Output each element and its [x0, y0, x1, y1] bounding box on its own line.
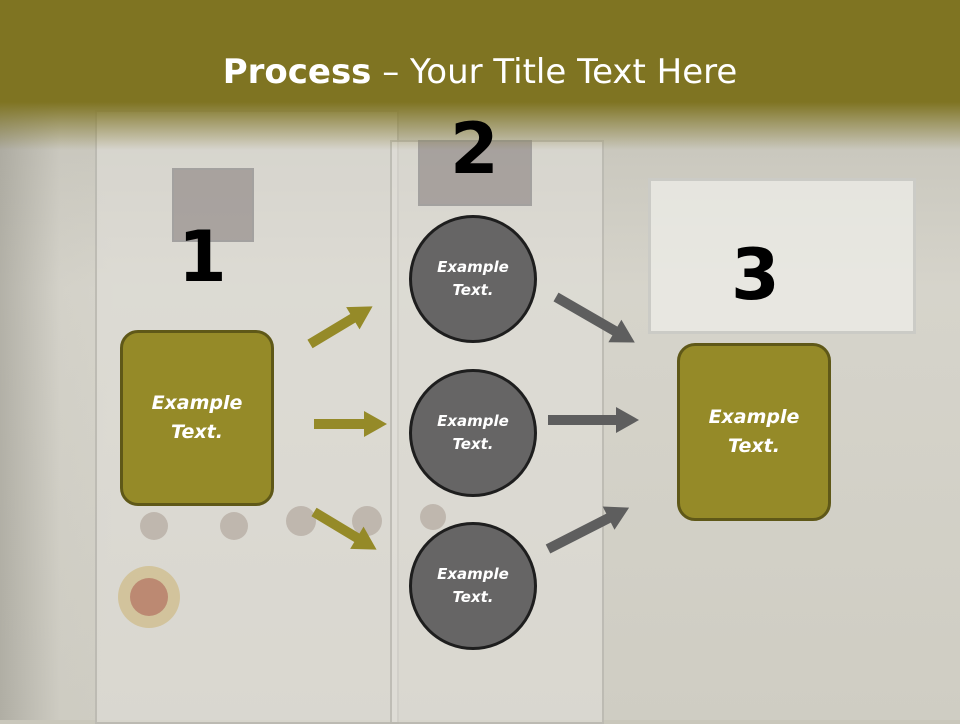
step-3-box[interactable]: Example Text.	[677, 343, 831, 521]
step-3-box-text: Example Text.	[708, 405, 800, 457]
page-title: Process – Your Title Text Here	[0, 52, 960, 92]
step-1-box[interactable]: Example Text.	[120, 330, 274, 506]
knob	[352, 506, 382, 536]
title-bold: Process	[222, 52, 372, 92]
emergency-stop	[118, 566, 180, 628]
step-2-circle-middle[interactable]: Example Text.	[409, 369, 537, 497]
left-arrows	[307, 306, 387, 550]
step-1-box-text: Example Text.	[151, 391, 243, 443]
circle-text: Example Text.	[437, 411, 509, 453]
knob	[140, 512, 168, 540]
knob	[286, 506, 316, 536]
header-band	[0, 0, 960, 150]
arrow-down-right-gray	[553, 292, 635, 343]
step-number-2: 2	[450, 108, 499, 190]
knob	[420, 504, 446, 530]
step-number-1: 1	[178, 216, 227, 298]
circle-text: Example Text.	[437, 564, 509, 606]
arrow-down-right	[311, 507, 377, 550]
digital-readout	[172, 168, 254, 242]
arrow-up-right-gray	[545, 506, 630, 554]
meter-display	[418, 140, 532, 206]
control-screen	[648, 178, 916, 334]
arrow-right	[314, 411, 387, 437]
step-number-3: 3	[731, 234, 780, 316]
arrow-up-right	[307, 306, 373, 349]
arrow-right-gray	[548, 407, 639, 433]
title-rest: – Your Title Text Here	[371, 52, 738, 92]
circle-text: Example Text.	[437, 257, 509, 299]
step-2-circle-bottom[interactable]: Example Text.	[409, 522, 537, 650]
right-arrows	[545, 292, 639, 554]
knob	[220, 512, 248, 540]
step-2-circle-top[interactable]: Example Text.	[409, 215, 537, 343]
